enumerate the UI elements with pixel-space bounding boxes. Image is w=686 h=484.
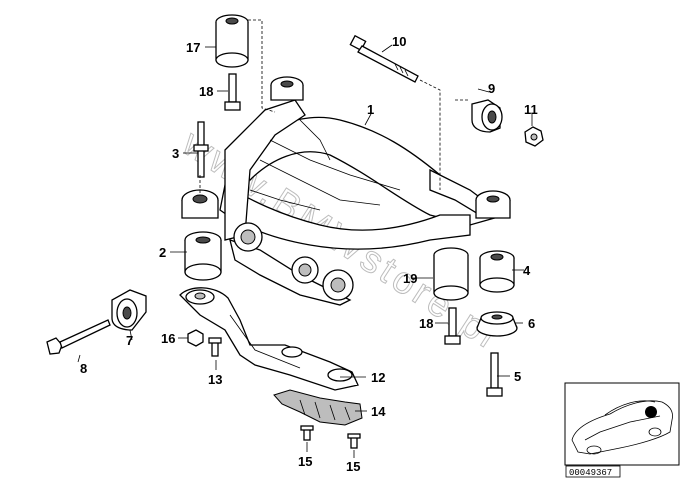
callout-14: 14 bbox=[371, 404, 386, 419]
callout-labels: 17 18 3 2 10 1 9 11 19 4 18 6 5 7 8 16 1… bbox=[80, 34, 538, 474]
stud-3 bbox=[193, 121, 209, 178]
rubber-bushing-4 bbox=[479, 250, 515, 293]
callout-15-right: 15 bbox=[346, 459, 360, 474]
screw-13 bbox=[208, 337, 222, 357]
nut-11 bbox=[524, 126, 544, 147]
callout-7: 7 bbox=[126, 333, 133, 348]
bracket-12 bbox=[179, 287, 359, 391]
callout-17: 17 bbox=[186, 40, 200, 55]
callout-16: 16 bbox=[161, 331, 175, 346]
callout-5: 5 bbox=[514, 369, 521, 384]
callout-6: 6 bbox=[528, 316, 535, 331]
callout-1: 1 bbox=[367, 102, 374, 117]
axle-carrier bbox=[181, 76, 511, 306]
damper-6 bbox=[476, 311, 518, 337]
callout-9: 9 bbox=[488, 81, 495, 96]
callout-13: 13 bbox=[208, 372, 222, 387]
callout-19: 19 bbox=[403, 271, 417, 286]
callout-4: 4 bbox=[523, 263, 531, 278]
bolt-10 bbox=[349, 34, 419, 83]
reference-number: 00049367 bbox=[569, 468, 612, 478]
bolt-5 bbox=[486, 352, 503, 397]
screw-15-left bbox=[300, 425, 314, 441]
bushing-9 bbox=[471, 99, 503, 133]
bolt-18-lower bbox=[444, 307, 461, 345]
callout-2: 2 bbox=[159, 245, 166, 260]
bolt-8 bbox=[46, 319, 111, 355]
bolt-18-upper bbox=[224, 73, 241, 111]
nut-16 bbox=[187, 329, 204, 347]
callout-11: 11 bbox=[524, 102, 538, 117]
callout-10: 10 bbox=[392, 34, 406, 49]
callout-12: 12 bbox=[371, 370, 385, 385]
leader-lines bbox=[77, 19, 533, 458]
callout-3: 3 bbox=[172, 146, 179, 161]
cover-14 bbox=[273, 389, 363, 426]
rubber-mount-17 bbox=[215, 14, 249, 68]
callout-18-lower: 18 bbox=[419, 316, 433, 331]
bushing-7 bbox=[111, 289, 147, 331]
screw-15-right bbox=[347, 433, 361, 449]
rubber-mount-19 bbox=[433, 247, 469, 301]
callout-15-left: 15 bbox=[298, 454, 312, 469]
callout-18-upper: 18 bbox=[199, 84, 213, 99]
rubber-bushing-2 bbox=[184, 231, 222, 281]
callout-8: 8 bbox=[80, 361, 87, 376]
vehicle-locator-inset: 00049367 bbox=[564, 382, 680, 478]
